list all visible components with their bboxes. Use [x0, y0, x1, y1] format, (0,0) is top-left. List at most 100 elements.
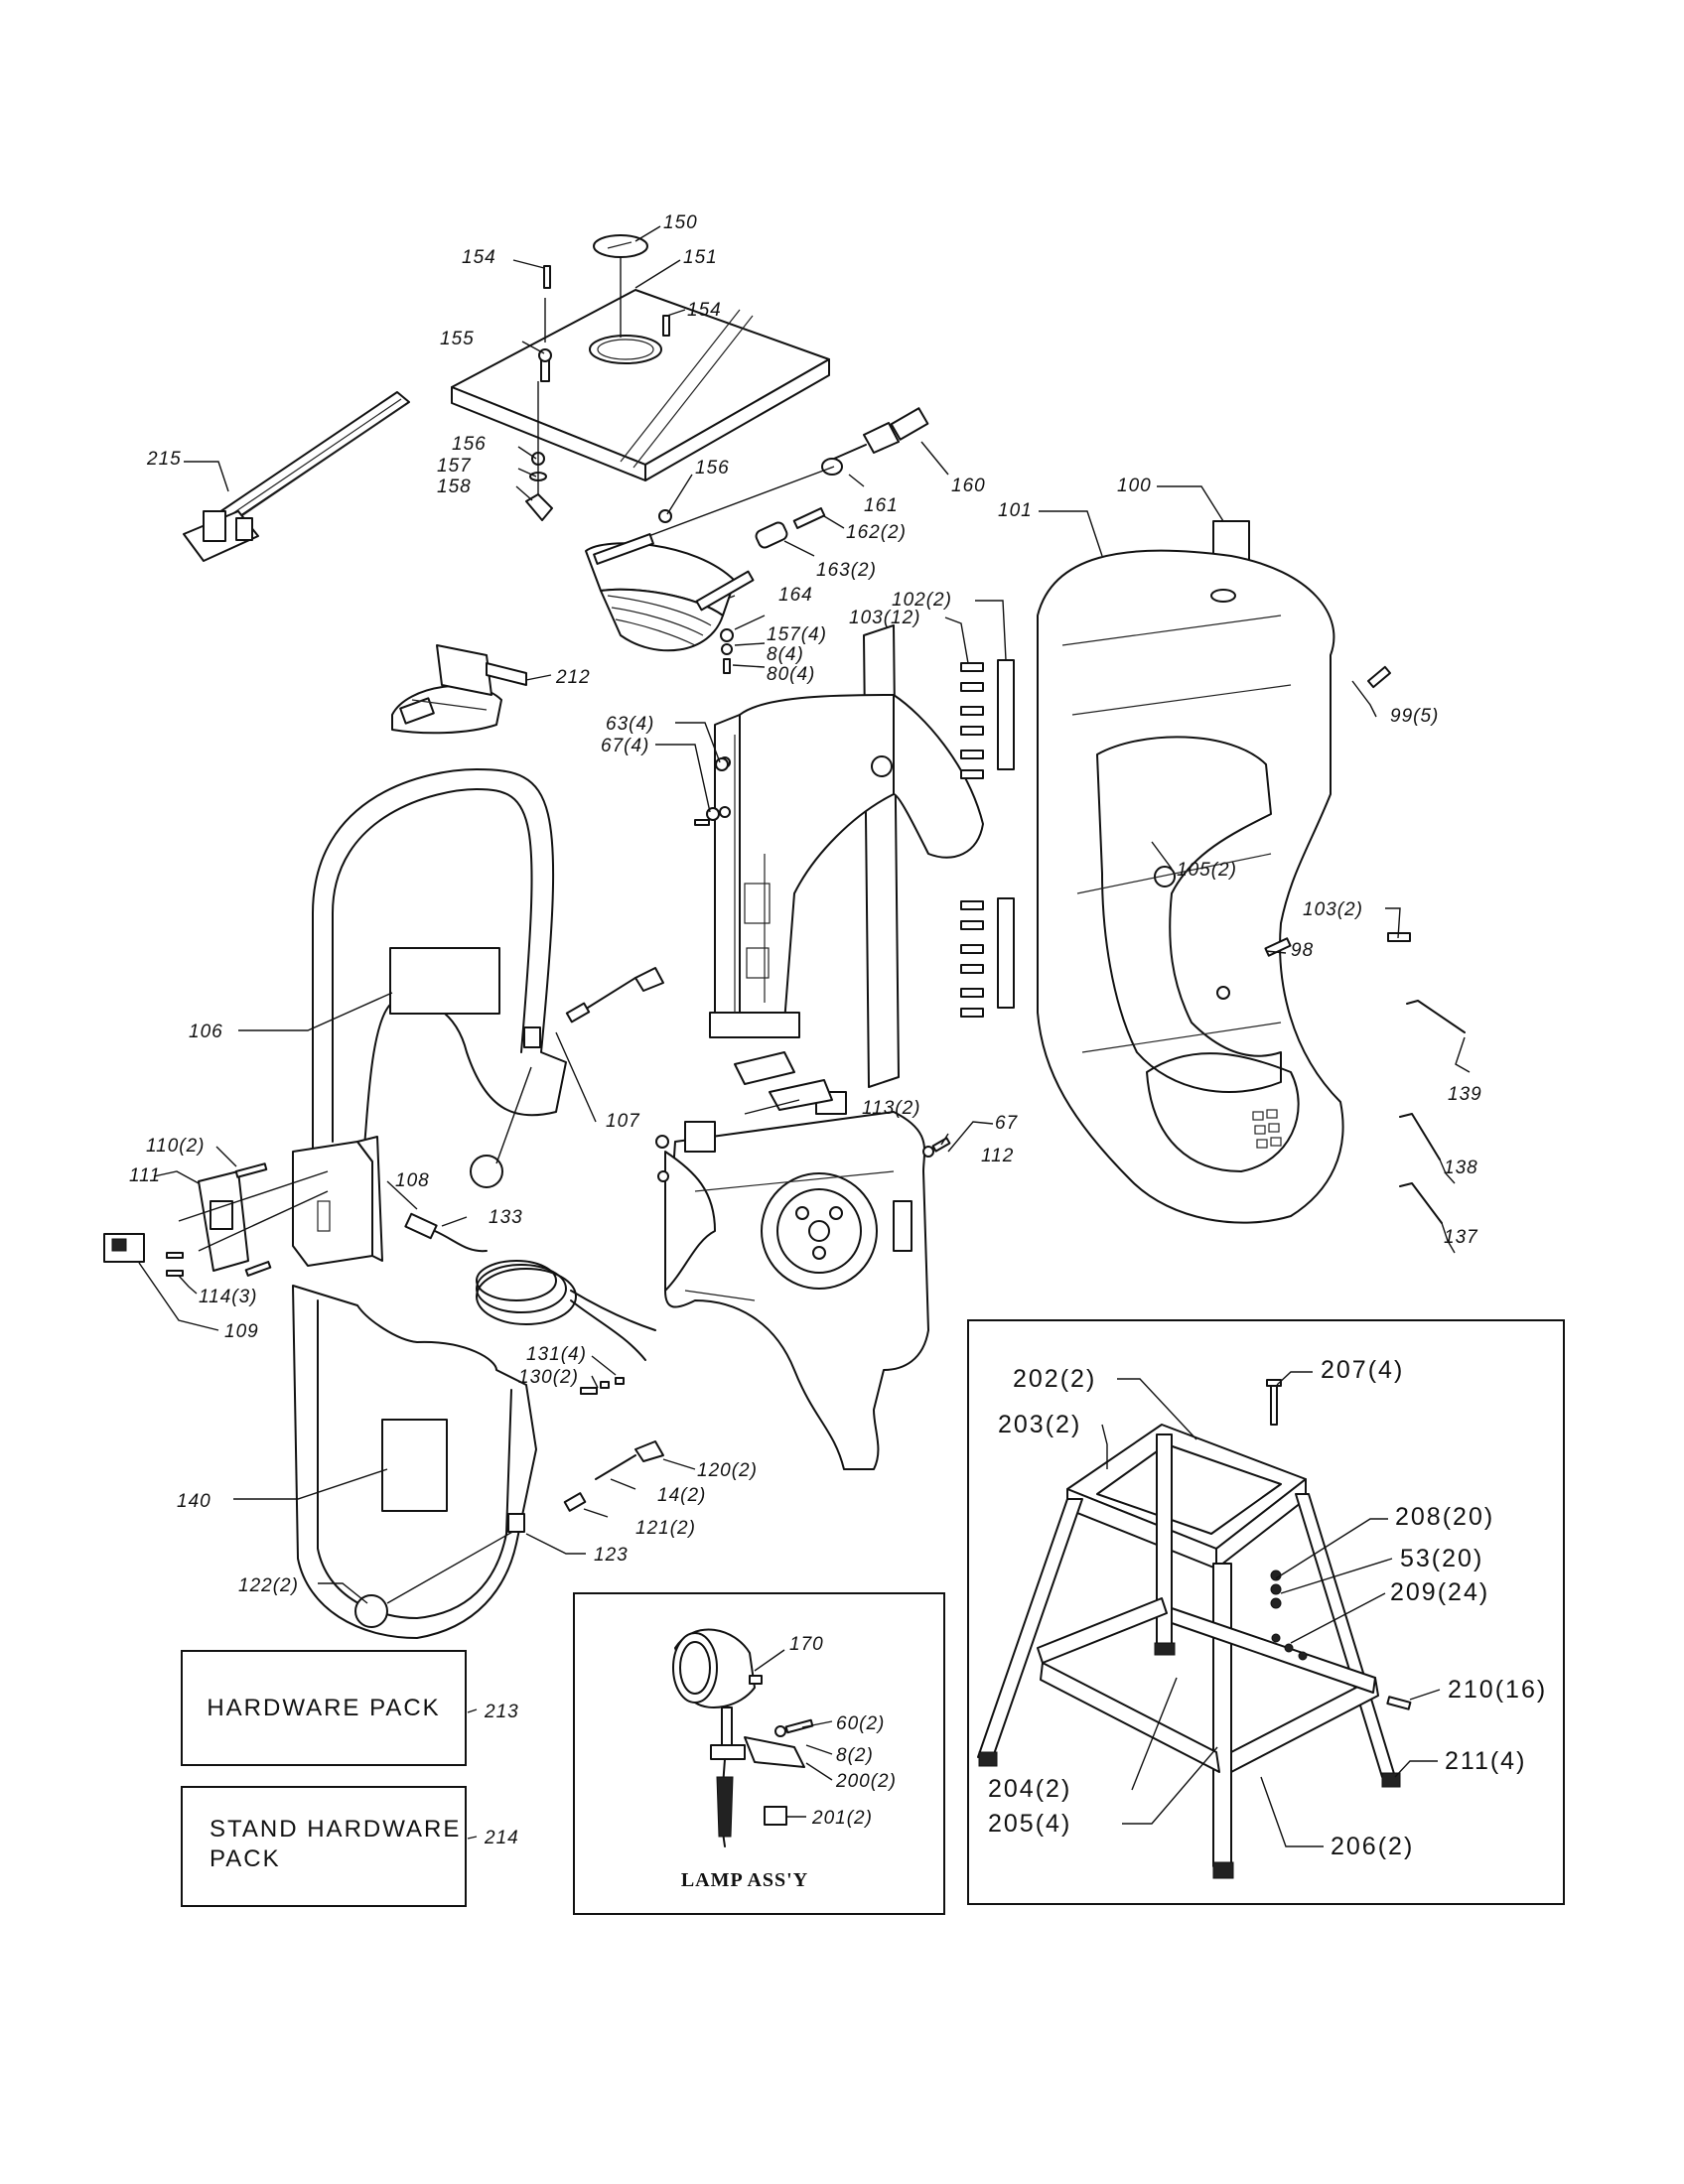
part-80-screw: [723, 658, 731, 674]
label-14: 14(2): [657, 1485, 706, 1506]
label-162: 162(2): [846, 522, 907, 543]
leader-lines: [138, 225, 1471, 1847]
label-214: 214: [484, 1828, 519, 1848]
label-203: 203(2): [998, 1411, 1081, 1438]
label-209: 209(24): [1390, 1578, 1489, 1606]
label-111: 111: [129, 1165, 161, 1186]
part-215-rip-fence: [183, 391, 410, 562]
part-154-screw-b: [662, 315, 670, 337]
upper-frame-arm: [709, 624, 984, 1088]
label-160: 160: [951, 476, 986, 496]
cover-vent-grille: [1252, 1109, 1282, 1149]
part-107-latch: [565, 967, 664, 1024]
label-150: 150: [663, 212, 698, 233]
part-113-bracket: [734, 1051, 833, 1111]
label-157: 157: [437, 456, 472, 477]
label-8-4: 8(4): [767, 644, 804, 665]
part-133-power-cord: [404, 1212, 656, 1361]
stand-hardware-pack-box: [181, 1786, 467, 1907]
label-80-4: 80(4): [767, 664, 815, 685]
part-103-screw: [1387, 932, 1411, 942]
stand-hardware-label-line1: STAND HARDWARE: [210, 1816, 461, 1843]
part-139-hex-key: [1406, 1000, 1466, 1033]
part-137-hex-key: [1399, 1182, 1443, 1224]
hardware-pack-label: HARDWARE PACK: [207, 1695, 440, 1721]
label-113: 113(2): [862, 1098, 921, 1119]
hardware-pack-box: [181, 1650, 467, 1766]
stand-box: [967, 1319, 1565, 1905]
label-130: 130(2): [518, 1367, 579, 1388]
label-155: 155: [440, 329, 475, 349]
label-60: 60(2): [836, 1713, 885, 1734]
label-207: 207(4): [1321, 1356, 1404, 1384]
label-103-12: 103(12): [849, 608, 921, 628]
part-138-hex-key: [1399, 1113, 1441, 1160]
switch-screws: [166, 1162, 329, 1277]
label-109: 109: [224, 1321, 259, 1342]
part-111-switch-plate: [198, 1170, 249, 1272]
fasteners-63-67: [655, 757, 951, 1182]
part-157-washers: [720, 628, 734, 642]
lamp-assembly-box: [573, 1592, 945, 1915]
part-212-miter-gauge: [391, 644, 527, 735]
part-160-lock-knob: [863, 422, 900, 454]
label-208: 208(20): [1395, 1503, 1494, 1531]
label-114: 114(3): [199, 1287, 258, 1307]
label-107: 107: [606, 1111, 640, 1132]
part-207-bolt: [1270, 1384, 1278, 1426]
part-163-spacer: [755, 521, 788, 549]
label-157-4: 157(4): [767, 624, 827, 645]
label-105: 105(2): [1177, 860, 1237, 881]
label-164: 164: [778, 585, 813, 606]
label-140: 140: [177, 1491, 211, 1512]
part-106-upper-wheel-cover: [312, 768, 567, 1188]
label-205: 205(4): [988, 1810, 1071, 1838]
label-202: 202(2): [1013, 1365, 1096, 1393]
label-53: 53(20): [1400, 1545, 1483, 1572]
label-161: 161: [864, 495, 899, 516]
label-156-left: 156: [452, 434, 487, 455]
part-154-screw: [543, 265, 551, 289]
label-102: 102(2): [892, 590, 952, 611]
part-99-screw: [1367, 665, 1391, 689]
lower-frame-wheel-housing: [664, 1091, 929, 1470]
label-211: 211(4): [1445, 1747, 1526, 1775]
label-108: 108: [395, 1170, 430, 1191]
part-102-rails: [960, 659, 1015, 1018]
label-67-4: 67(4): [601, 736, 649, 756]
label-101: 101: [998, 500, 1033, 521]
label-123: 123: [594, 1545, 629, 1566]
label-100: 100: [1117, 476, 1152, 496]
label-206: 206(2): [1331, 1833, 1414, 1860]
stand-assembly: [977, 1379, 1412, 1879]
label-131: 131(4): [526, 1344, 587, 1365]
label-133: 133: [489, 1207, 523, 1228]
terminals-130-131: [580, 1377, 625, 1395]
label-151: 151: [683, 247, 718, 268]
label-138: 138: [1444, 1158, 1478, 1178]
part-170-lamp: [672, 1628, 763, 1847]
part-140-lower-wheel-cover: [292, 1285, 537, 1639]
label-63: 63(4): [606, 714, 654, 735]
label-99: 99(5): [1390, 706, 1439, 727]
label-158: 158: [437, 477, 472, 497]
label-210: 210(16): [1448, 1676, 1547, 1704]
part-101-rear-cover: [1037, 549, 1344, 1224]
label-213: 213: [484, 1702, 519, 1722]
part-108-switch-box: [292, 1136, 383, 1267]
label-156-right: 156: [695, 458, 730, 478]
label-163: 163(2): [816, 560, 877, 581]
part-158-wing-nut: [525, 493, 553, 521]
table-assembly: [451, 234, 929, 674]
part-162-pin: [792, 507, 826, 529]
label-154-top: 154: [462, 247, 496, 268]
label-110: 110(2): [146, 1136, 206, 1157]
label-98: 98: [1291, 940, 1314, 961]
label-215: 215: [146, 449, 182, 470]
label-139: 139: [1448, 1084, 1482, 1105]
label-103-2: 103(2): [1303, 899, 1363, 920]
part-200-lamp-bracket: [744, 1718, 814, 1768]
label-112: 112: [981, 1146, 1014, 1166]
label-201: 201(2): [811, 1808, 873, 1829]
label-8-2: 8(2): [836, 1745, 874, 1766]
